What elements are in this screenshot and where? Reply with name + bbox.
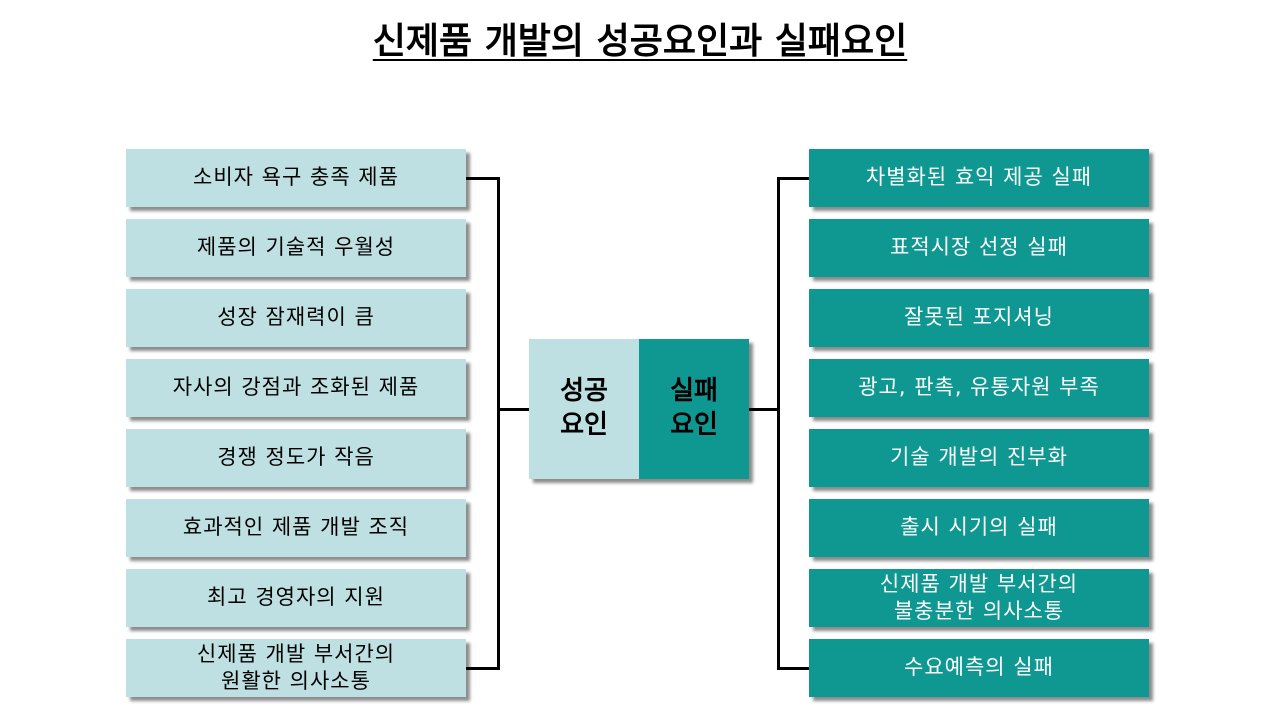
left-connector-to-center xyxy=(497,408,529,411)
right-connector-top xyxy=(777,177,809,180)
success-factor-5: 경쟁 정도가 작음 xyxy=(126,429,466,487)
failure-factor-6: 출시 시기의 실패 xyxy=(809,499,1149,557)
failure-factor-2: 표적시장 선정 실패 xyxy=(809,219,1149,277)
failure-factor-3: 잘못된 포지셔닝 xyxy=(809,289,1149,347)
success-factor-6: 효과적인 제품 개발 조직 xyxy=(126,499,466,557)
success-factor-4: 자사의 강점과 조화된 제품 xyxy=(126,359,466,417)
failure-factor-5: 기술 개발의 진부화 xyxy=(809,429,1149,487)
right-connector-to-center xyxy=(749,408,779,411)
left-connector-top xyxy=(466,177,498,180)
failure-factor-4: 광고, 판촉, 유통자원 부족 xyxy=(809,359,1149,417)
success-factor-3: 성장 잠재력이 큼 xyxy=(126,289,466,347)
success-factor-7: 최고 경영자의 지원 xyxy=(126,569,466,627)
right-connector-vertical xyxy=(777,177,780,670)
success-factor-2: 제품의 기술적 우월성 xyxy=(126,219,466,277)
success-factor-1: 소비자 욕구 충족 제품 xyxy=(126,149,466,207)
left-connector-bottom xyxy=(466,667,498,670)
failure-factor-1: 차별화된 효익 제공 실패 xyxy=(809,149,1149,207)
right-connector-bottom xyxy=(777,667,809,670)
page-title: 신제품 개발의 성공요인과 실패요인 xyxy=(372,21,908,62)
left-connector-vertical xyxy=(497,177,500,670)
failure-factor-8: 수요예측의 실패 xyxy=(809,639,1149,697)
success-factor-8: 신제품 개발 부서간의 원활한 의사소통 xyxy=(126,639,466,697)
failure-factor-7: 신제품 개발 부서간의 불충분한 의사소통 xyxy=(809,569,1149,627)
